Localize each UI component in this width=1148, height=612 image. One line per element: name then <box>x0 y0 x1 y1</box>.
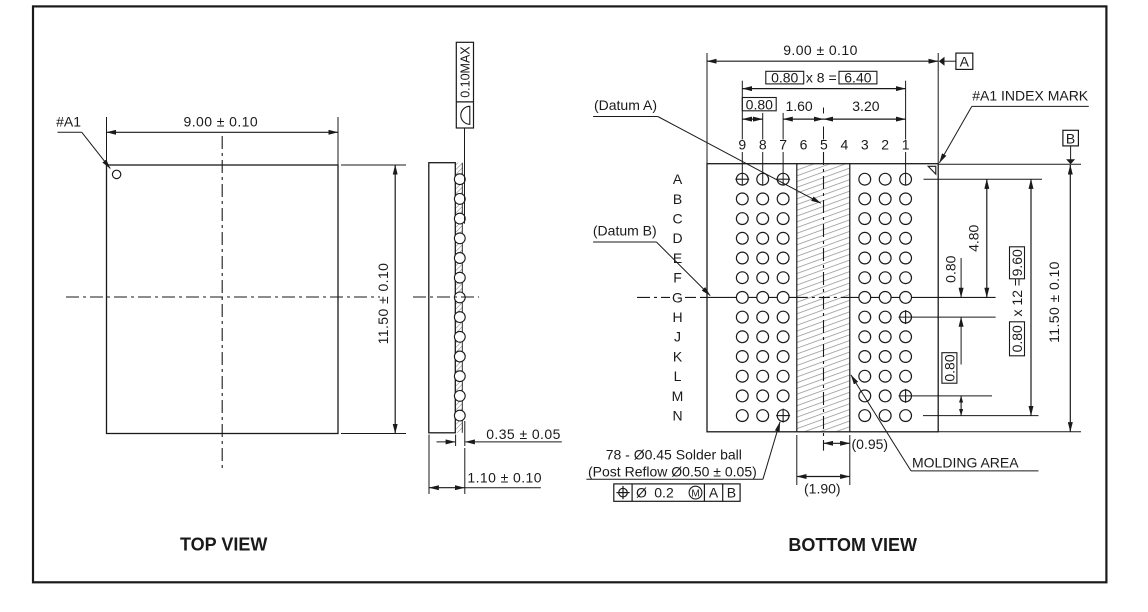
svg-text:4.80: 4.80 <box>966 224 982 251</box>
svg-text:2: 2 <box>881 136 889 152</box>
svg-text:1.10 ± 0.10: 1.10 ± 0.10 <box>467 470 542 486</box>
svg-text:B: B <box>1066 130 1075 146</box>
svg-text:J: J <box>674 329 681 345</box>
svg-text:78 - Ø0.45 Solder ball: 78 - Ø0.45 Solder ball <box>606 447 742 463</box>
svg-text:6.40: 6.40 <box>844 70 871 86</box>
svg-text:11.50 ± 0.10: 11.50 ± 0.10 <box>1046 261 1062 343</box>
svg-text:D: D <box>672 230 682 246</box>
svg-text:A: A <box>673 171 683 187</box>
svg-text:F: F <box>673 270 682 286</box>
svg-text:BOTTOM VIEW: BOTTOM VIEW <box>788 535 917 555</box>
svg-text:A: A <box>960 54 970 70</box>
svg-text:(Datum A): (Datum A) <box>594 97 657 113</box>
svg-text:N: N <box>672 408 682 424</box>
svg-text:9.00 ± 0.10: 9.00 ± 0.10 <box>783 42 858 58</box>
svg-text:K: K <box>673 348 683 364</box>
svg-text:x 8 =: x 8 = <box>806 70 837 86</box>
svg-text:G: G <box>672 289 683 305</box>
svg-text:TOP VIEW: TOP VIEW <box>180 535 267 555</box>
svg-text:H: H <box>672 309 682 325</box>
svg-text:0.80: 0.80 <box>941 354 957 381</box>
svg-text:#A1 INDEX MARK: #A1 INDEX MARK <box>972 87 1089 103</box>
svg-text:6: 6 <box>800 136 808 152</box>
svg-text:9.00 ± 0.10: 9.00 ± 0.10 <box>184 114 259 130</box>
svg-text:#A1: #A1 <box>56 113 81 129</box>
svg-text:(Datum B): (Datum B) <box>593 223 657 239</box>
svg-text:1.60: 1.60 <box>785 98 812 114</box>
svg-text:M: M <box>672 388 684 404</box>
svg-text:3: 3 <box>861 136 869 152</box>
svg-text:A: A <box>709 485 719 501</box>
svg-text:0.35 ± 0.05: 0.35 ± 0.05 <box>486 426 561 442</box>
svg-text:4: 4 <box>840 136 848 152</box>
svg-text:(1.90): (1.90) <box>804 481 841 497</box>
svg-text:(0.95): (0.95) <box>852 436 889 452</box>
svg-text:L: L <box>674 368 682 384</box>
svg-text:(Post Reflow Ø0.50 ± 0.05): (Post Reflow Ø0.50 ± 0.05) <box>588 463 757 479</box>
svg-text:11.50 ± 0.10: 11.50 ± 0.10 <box>375 263 391 345</box>
svg-text:0.80: 0.80 <box>942 255 958 282</box>
svg-text:8: 8 <box>759 136 767 152</box>
svg-text:B: B <box>727 485 736 501</box>
svg-text:0.80: 0.80 <box>1009 325 1025 352</box>
svg-text:E: E <box>673 250 682 266</box>
svg-text:5: 5 <box>820 136 828 152</box>
svg-text:C: C <box>672 211 682 227</box>
svg-text:Ø: Ø <box>636 485 647 501</box>
svg-text:M: M <box>691 489 699 500</box>
svg-text:7: 7 <box>779 136 787 152</box>
svg-text:3.20: 3.20 <box>852 98 879 114</box>
svg-text:0.2: 0.2 <box>654 485 674 501</box>
svg-text:9.60: 9.60 <box>1009 249 1025 276</box>
svg-text:x 12 =: x 12 = <box>1009 278 1025 317</box>
svg-text:0.10MAX: 0.10MAX <box>458 46 472 98</box>
svg-text:0.80: 0.80 <box>746 96 773 112</box>
svg-text:0.80: 0.80 <box>771 70 798 86</box>
svg-text:9: 9 <box>738 136 746 152</box>
svg-text:MOLDING AREA: MOLDING AREA <box>912 455 1019 471</box>
svg-text:1: 1 <box>902 136 910 152</box>
svg-text:B: B <box>673 191 682 207</box>
